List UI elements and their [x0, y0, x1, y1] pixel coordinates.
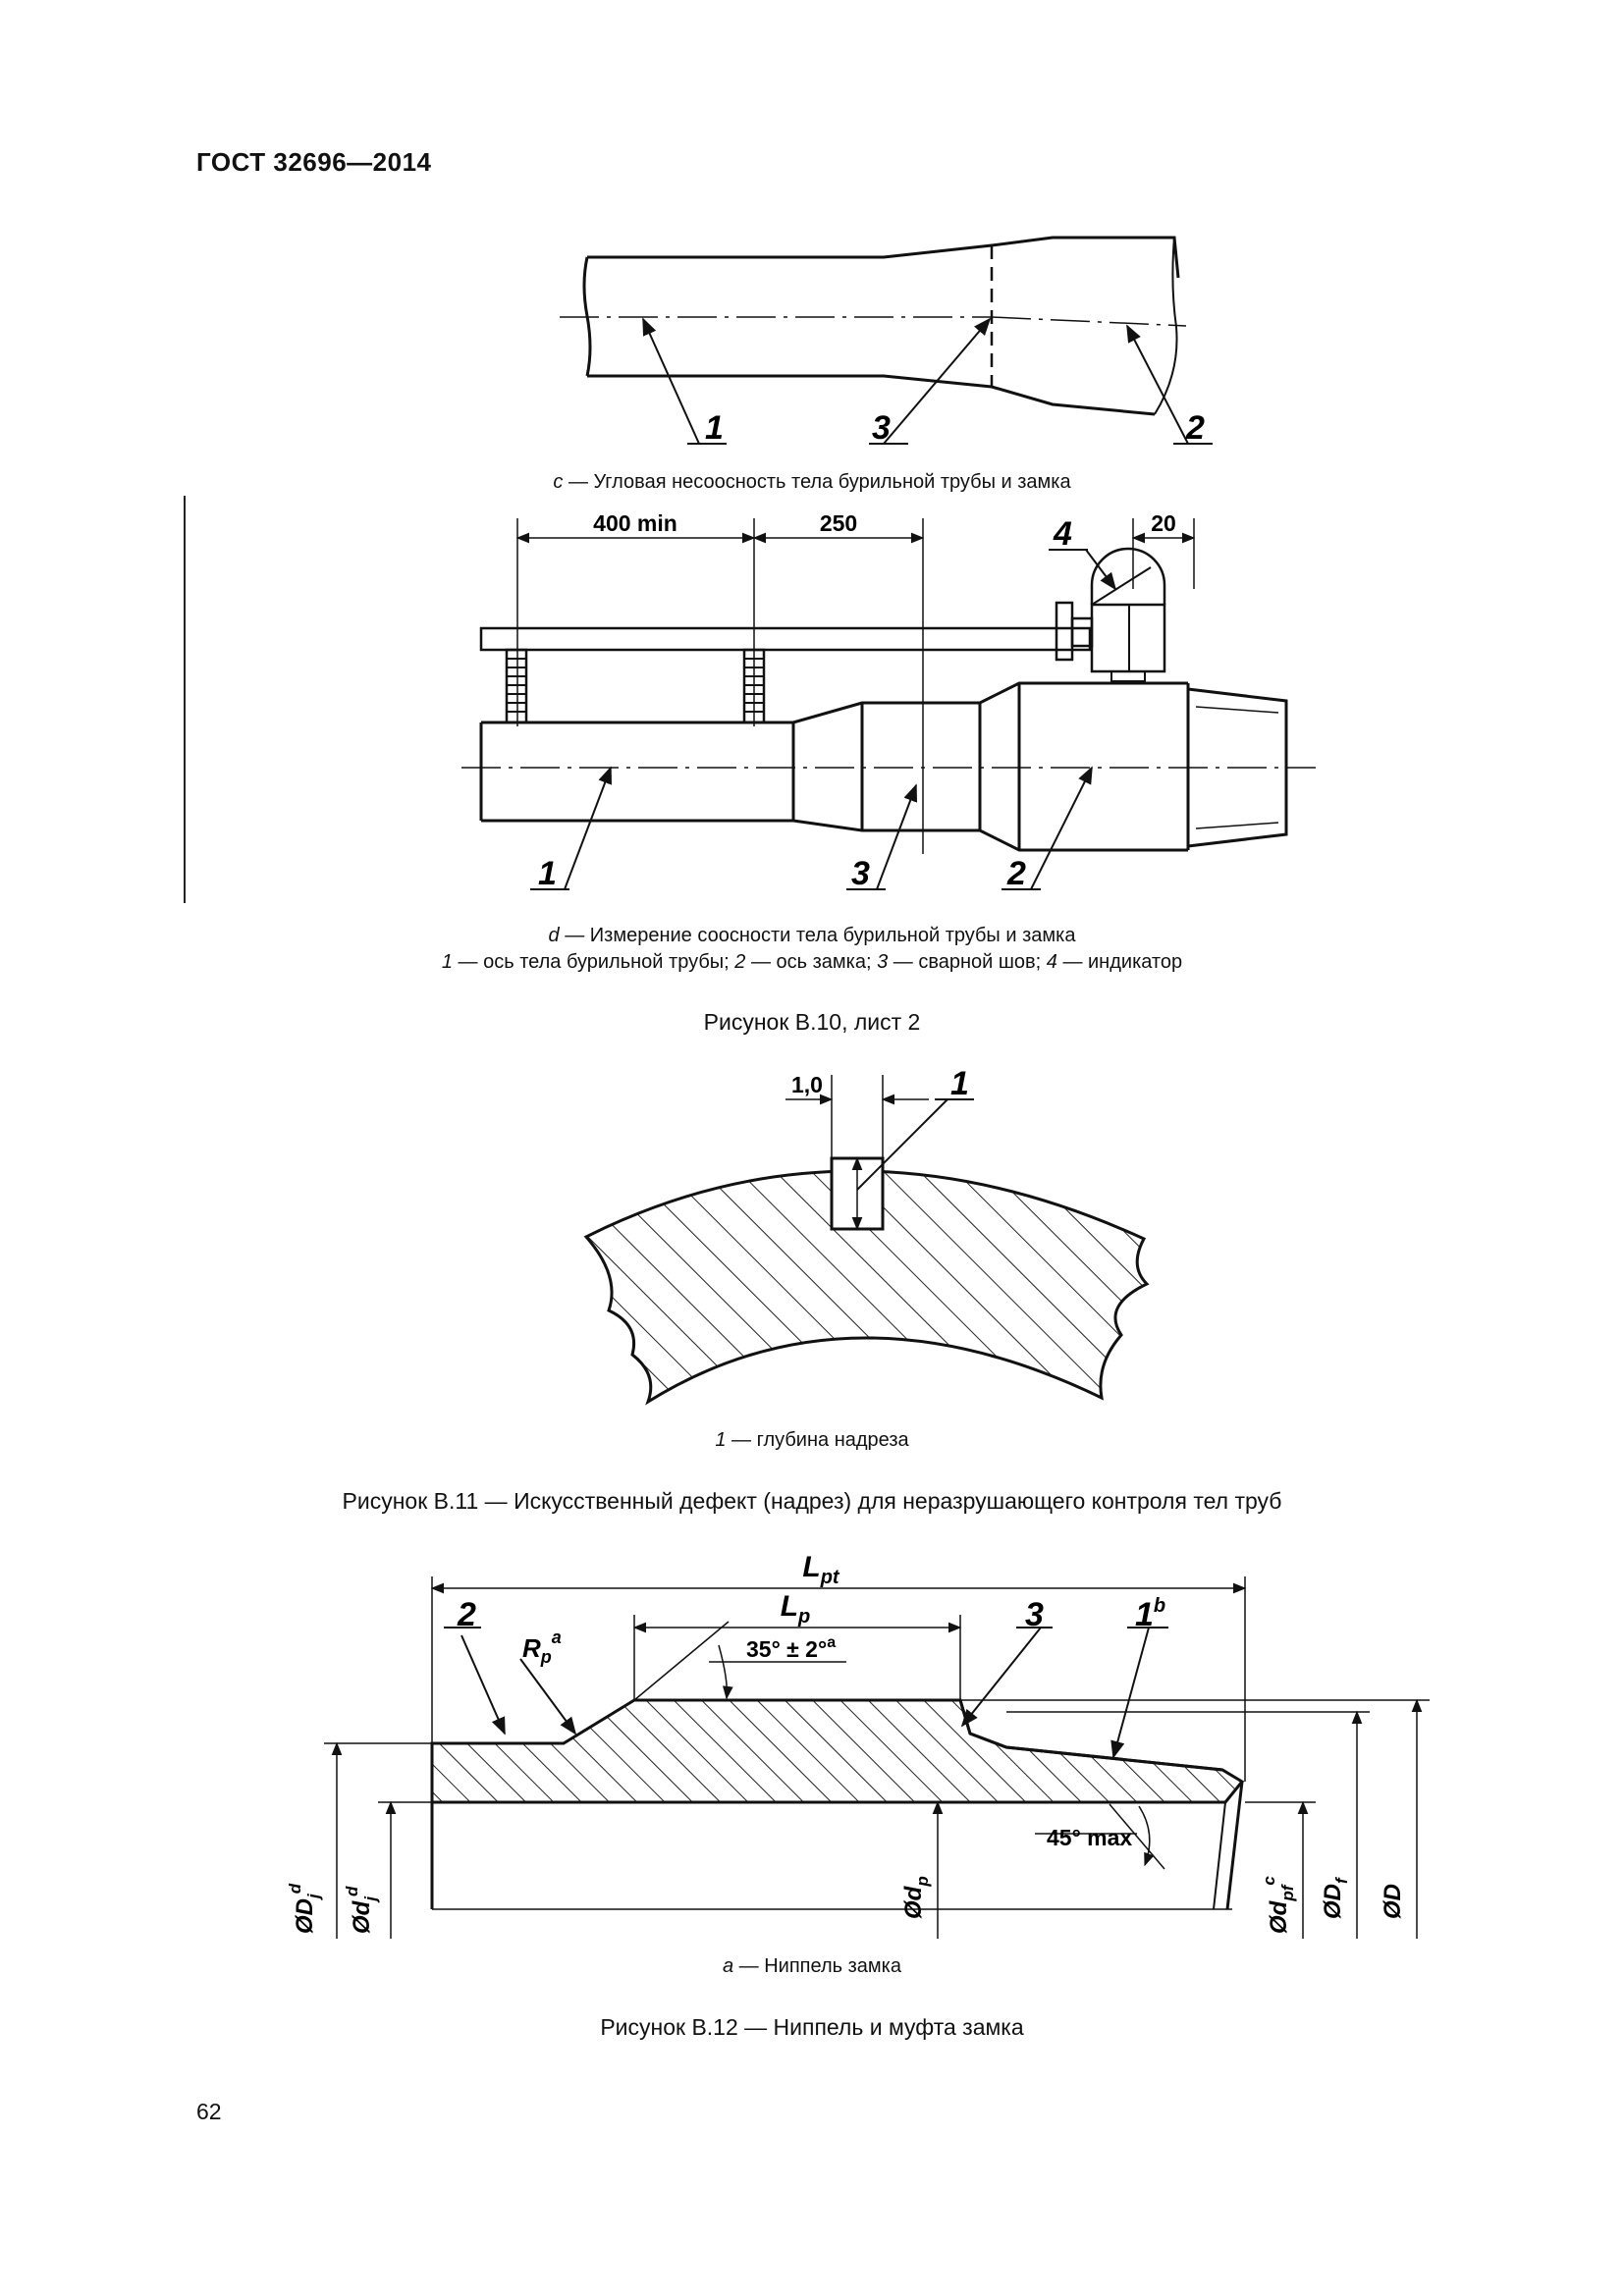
figure-b12-drawing	[324, 1576, 1430, 1939]
standard-header: ГОСТ 32696—2014	[196, 147, 432, 177]
dim-20: 20	[1151, 510, 1176, 536]
dim-dj-outer: ØDjd	[286, 1883, 323, 1934]
fig-b11-label-1: 1	[950, 1065, 969, 1102]
fig-b12-label-3: 3	[1025, 1596, 1044, 1633]
dim-df: ØDf	[1320, 1876, 1351, 1919]
dim-dpf: Ødpfc	[1260, 1876, 1297, 1934]
fig-c-label-3: 3	[872, 409, 891, 447]
dim-lp: Lp	[781, 1590, 811, 1628]
change-bar	[184, 496, 186, 903]
fig-d-legend: 1 — ось тела бурильной трубы; 2 — ось за…	[441, 951, 1183, 973]
figure-d-drawing	[461, 518, 1316, 890]
fig-b10-title: Рисунок В.10, лист 2	[703, 1009, 921, 1035]
figure-b11-drawing	[583, 1075, 1150, 1406]
dim-dj-inner: Ødjd	[343, 1886, 380, 1934]
fig-d-label-3: 3	[851, 855, 870, 892]
fig-b11-legend: 1 — глубина надреза	[715, 1429, 909, 1451]
angle-bevel: 45° max	[1047, 1825, 1132, 1850]
angle-taper: 35° ± 2°a	[746, 1634, 836, 1662]
dim-lpt: Lpt	[802, 1551, 840, 1588]
fig-b12-label-1: 1b	[1135, 1595, 1165, 1633]
fig-d-caption: d — Измерение соосности тела бурильной т…	[548, 925, 1076, 946]
dim-400-min: 400 min	[593, 510, 677, 536]
fig-d-label-2: 2	[1006, 855, 1026, 892]
fig-d-label-4: 4	[1053, 515, 1072, 553]
fig-b12-label-2: 2	[457, 1596, 476, 1633]
fig-b12-title: Рисунок В.12 — Ниппель и муфта замка	[600, 2014, 1024, 2040]
fig-b11-title: Рисунок В.11 — Искусственный дефект (над…	[342, 1488, 1282, 1514]
figure-c-drawing	[560, 236, 1213, 445]
fig-c-label-1: 1	[705, 409, 724, 447]
fig-c-caption: c — Угловая несоосность тела бурильной т…	[553, 471, 1071, 493]
dim-250: 250	[820, 510, 857, 536]
dim-dp: Ødp	[900, 1876, 932, 1919]
fig-c-label-2: 2	[1185, 409, 1205, 447]
dim-d: ØD	[1380, 1884, 1406, 1919]
fig-d-label-1: 1	[538, 855, 557, 892]
dim-1-0: 1,0	[791, 1072, 823, 1097]
dim-rp: Rpa	[522, 1628, 562, 1667]
fig-b12-caption: a — Ниппель замка	[723, 1955, 901, 1977]
page-number: 62	[196, 2099, 222, 2124]
